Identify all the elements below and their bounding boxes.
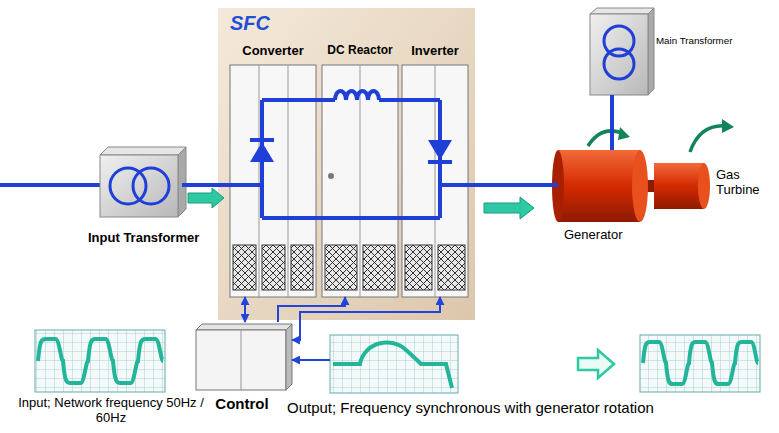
input-waveform	[38, 339, 163, 383]
node-label: Input Transformer	[88, 231, 174, 246]
power-line	[610, 100, 614, 150]
node-label: Input; Network frequency 50Hz / 60Hz	[13, 396, 209, 426]
power-line	[182, 183, 230, 187]
gas-turbine-figure	[654, 163, 710, 209]
output-waveform	[333, 342, 452, 388]
input-line	[0, 183, 100, 187]
power-line	[316, 98, 322, 102]
control-signal	[292, 359, 330, 361]
node-label: Main Transformer	[656, 35, 779, 46]
control-signal	[244, 297, 246, 322]
node-label: Generator	[564, 228, 658, 243]
node-label: SFC	[230, 12, 487, 35]
sfc-circuit	[230, 91, 468, 218]
power-line	[468, 183, 558, 187]
generator-figure	[552, 150, 654, 222]
waveform-box: Output; Frequency synchronous with gener…	[330, 335, 458, 393]
node-label: Gas Turbine	[716, 168, 770, 198]
transformer: Main Transformer	[586, 4, 772, 100]
thyristor-symbol	[250, 142, 274, 162]
result-arrow	[578, 350, 614, 378]
control-signal	[278, 297, 345, 322]
generator: Generator	[558, 150, 652, 250]
waveform-screen	[330, 335, 458, 393]
flow-arrow	[188, 188, 224, 208]
thyristor-symbol	[428, 140, 452, 160]
sfc-panel	[218, 8, 475, 320]
inverter-cabinet	[402, 65, 468, 297]
waveform-screen	[35, 330, 165, 392]
node-label: Output; Frequency synchronous with gener…	[287, 399, 415, 416]
cabinet: Inverter	[402, 44, 468, 297]
flow-arrow	[484, 197, 534, 219]
main-transformer-figure	[590, 8, 654, 100]
cabinet: DC Reactor	[322, 44, 398, 297]
rotation-arrow	[588, 126, 726, 152]
node-label: Inverter	[402, 44, 468, 59]
node-label: Converter	[230, 44, 316, 59]
waveform-screen	[640, 335, 760, 392]
input-transformer-figure	[100, 147, 186, 217]
control-cabinet	[196, 324, 292, 390]
waveform-box: Input; Network frequency 50Hz / 60Hz	[35, 330, 165, 392]
node-label: Control	[192, 395, 292, 412]
dc-reactor-cabinet	[322, 65, 398, 297]
cabinet: Converter	[230, 44, 316, 297]
rotation-arrowhead	[618, 127, 630, 140]
node-label: DC Reactor	[322, 44, 398, 58]
gas-turbine: Gas Turbine	[652, 130, 772, 240]
rotation-arrowhead	[722, 119, 734, 133]
converter-cabinet	[230, 65, 316, 297]
transformer: Input Transformer	[96, 145, 182, 248]
power-line	[398, 98, 402, 102]
control-signal	[292, 297, 440, 340]
control-box: Control	[192, 322, 292, 415]
result-waveform	[643, 342, 758, 384]
sfc-panel-area: SFCConverterDC ReactorInverter	[218, 8, 475, 320]
